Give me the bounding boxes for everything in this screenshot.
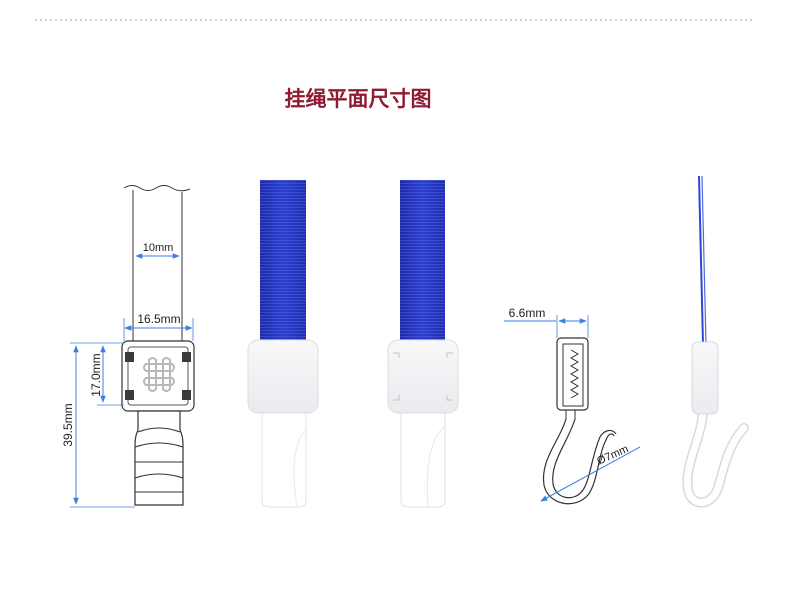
blue-strap-back-view — [387, 180, 459, 508]
blue-strap-front-weave — [260, 180, 306, 344]
clip-corner-tab-tl — [125, 352, 134, 362]
hook-width-label: 6.6mm — [509, 306, 546, 320]
hook-clip-body — [556, 337, 589, 411]
cord-clip-body — [691, 341, 719, 415]
clip-corner-tab-br — [182, 390, 191, 400]
hook-wire-inner — [552, 418, 617, 499]
buckle-band-4 — [134, 473, 184, 479]
knot-logo-icon — [143, 357, 175, 392]
hook-line-drawing: 6.6mm Ø7mm — [504, 306, 641, 505]
back-clip-tongue — [400, 409, 446, 508]
blue-strap-back-weave — [400, 180, 445, 344]
strap-width-label: 10mm — [143, 242, 174, 254]
thin-cord-strand-1 — [698, 175, 704, 345]
hook-neck — [565, 410, 576, 420]
hook-clip-inner — [562, 343, 584, 407]
front-clip-tongue-fold — [293, 429, 307, 508]
front-clip-body — [247, 339, 319, 414]
front-clip-tongue — [261, 409, 307, 508]
blue-strap-front-view — [247, 180, 319, 508]
hook-wire-outer — [542, 418, 615, 505]
diagram-title: 挂绳平面尺寸图 — [285, 87, 432, 111]
clip-body-inner — [127, 346, 189, 406]
back-clip-notch-br — [446, 395, 453, 401]
back-clip-notch-bl — [393, 395, 400, 401]
back-clip-notch-tl — [393, 352, 400, 358]
clip-body-outline — [121, 340, 195, 412]
hook-diameter-label: Ø7mm — [595, 443, 630, 467]
back-clip-body — [387, 339, 459, 414]
strap-clip-line-drawing: 10mm 16.5mm 17.0mm — [61, 185, 195, 508]
back-clip-tongue-fold — [426, 425, 446, 508]
clip-width-label: 16.5mm — [137, 312, 180, 326]
thin-cord-strand-2 — [701, 175, 707, 345]
strap-break-line — [123, 185, 191, 192]
clip-corner-tab-tr — [182, 352, 191, 362]
buckle-band-2 — [134, 442, 184, 448]
buckle-band-1 — [137, 427, 181, 433]
hook-clip-teeth — [569, 349, 580, 399]
total-length-label: 39.5mm — [61, 403, 75, 446]
hook-diameter-dimension-line — [540, 446, 641, 502]
buckle-outline — [134, 410, 184, 506]
cord-loop — [683, 408, 748, 506]
back-clip-notch-tr — [446, 352, 453, 358]
clip-corner-tab-bl — [125, 390, 134, 400]
thin-cord-view — [682, 175, 749, 508]
clip-height-label: 17.0mm — [89, 353, 103, 396]
